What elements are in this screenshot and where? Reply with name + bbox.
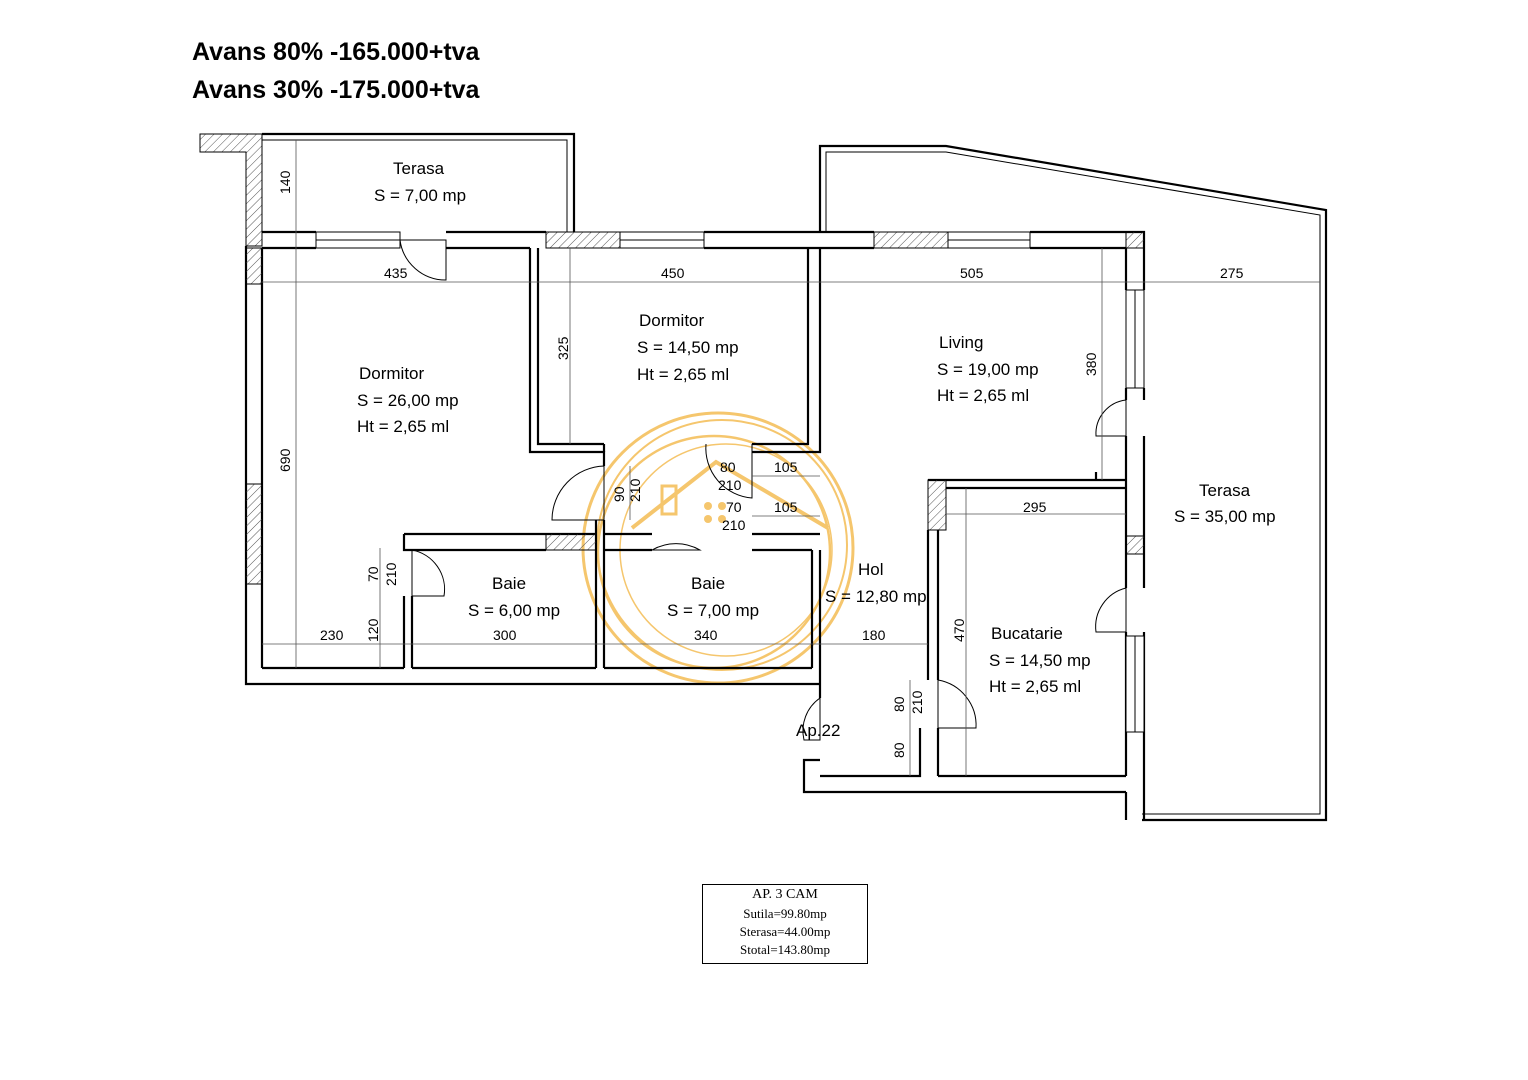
room-area: S = 7,00 mp xyxy=(667,601,759,620)
room-area: S = 12,80 mp xyxy=(825,587,927,606)
room-name: Terasa xyxy=(393,159,445,178)
dim-300: 300 xyxy=(493,627,517,643)
room-area: S = 14,50 mp xyxy=(637,338,739,357)
room-terasa-small: Terasa S = 7,00 mp xyxy=(374,159,466,205)
room-height: Ht = 2,65 ml xyxy=(989,677,1081,696)
dim-210: 210 xyxy=(383,562,399,586)
dim-275: 275 xyxy=(1220,265,1244,281)
dim-80: 80 xyxy=(720,459,736,475)
summary-stotal: Stotal=143.80mp xyxy=(739,942,831,957)
room-name: Baie xyxy=(691,574,725,593)
dim-505: 505 xyxy=(960,265,984,281)
dimension-labels: 140 435 450 505 275 325 380 690 80 105 2… xyxy=(277,170,1244,758)
room-baie-2: Baie S = 7,00 mp xyxy=(667,574,759,620)
dim-340: 340 xyxy=(694,627,718,643)
dim-120: 120 xyxy=(365,618,381,642)
room-area: S = 19,00 mp xyxy=(937,360,1039,379)
room-name: Bucatarie xyxy=(991,624,1063,643)
dim-210: 210 xyxy=(718,477,742,493)
room-hol: Hol S = 12,80 mp xyxy=(825,560,927,606)
dimension-lines xyxy=(262,140,1320,776)
room-terasa-big: Terasa S = 35,00 mp xyxy=(1174,481,1276,526)
dim-210: 210 xyxy=(627,478,643,502)
room-height: Ht = 2,65 ml xyxy=(637,365,729,384)
dim-70: 70 xyxy=(726,499,742,515)
dim-380: 380 xyxy=(1083,352,1099,376)
doors xyxy=(399,239,1127,741)
dim-210: 210 xyxy=(722,517,746,533)
room-dormitor-mid: Dormitor S = 14,50 mp Ht = 2,65 ml xyxy=(637,311,739,384)
room-name: Baie xyxy=(492,574,526,593)
room-area: S = 35,00 mp xyxy=(1174,507,1276,526)
summary-title: AP. 3 CAM xyxy=(752,887,818,902)
room-name: Living xyxy=(939,333,983,352)
price-line-80: Avans 80% -165.000+tva xyxy=(192,38,480,66)
dim-470: 470 xyxy=(951,618,967,642)
dim-105: 105 xyxy=(774,499,798,515)
walls xyxy=(199,132,1328,822)
room-baie-1: Baie S = 6,00 mp xyxy=(468,574,560,620)
dim-70: 70 xyxy=(365,566,381,582)
room-area: S = 7,00 mp xyxy=(374,186,466,205)
room-area: S = 6,00 mp xyxy=(468,601,560,620)
dim-435: 435 xyxy=(384,265,408,281)
dim-230: 230 xyxy=(320,627,344,643)
room-dormitor-big: Dormitor S = 26,00 mp Ht = 2,65 ml xyxy=(357,364,459,436)
dim-80: 80 xyxy=(891,696,907,712)
summary-sutila: Sutila=99.80mp xyxy=(743,906,827,921)
dim-450: 450 xyxy=(661,265,685,281)
dim-180: 180 xyxy=(862,627,886,643)
room-area: S = 26,00 mp xyxy=(357,391,459,410)
dim-140: 140 xyxy=(277,170,293,194)
summary-sterasa: Sterasa=44.00mp xyxy=(739,924,831,939)
room-area: S = 14,50 mp xyxy=(989,651,1091,670)
dim-325: 325 xyxy=(555,336,571,360)
dim-690: 690 xyxy=(277,448,293,472)
room-name: Hol xyxy=(858,560,884,579)
entrance-label: Ap.22 xyxy=(796,721,840,740)
room-name: Dormitor xyxy=(359,364,425,383)
dim-210: 210 xyxy=(909,690,925,714)
dim-295: 295 xyxy=(1023,499,1047,515)
dim-90: 90 xyxy=(611,486,627,502)
dim-105: 105 xyxy=(774,459,798,475)
area-summary-box: AP. 3 CAM Sutila=99.80mp Sterasa=44.00mp… xyxy=(702,884,868,964)
room-name: Dormitor xyxy=(639,311,705,330)
room-height: Ht = 2,65 ml xyxy=(357,417,449,436)
room-living: Living S = 19,00 mp Ht = 2,65 ml xyxy=(937,333,1039,405)
room-bucatarie: Bucatarie S = 14,50 mp Ht = 2,65 ml xyxy=(989,624,1091,696)
room-name: Terasa xyxy=(1199,481,1251,500)
room-height: Ht = 2,65 ml xyxy=(937,386,1029,405)
price-line-30: Avans 30% -175.000+tva xyxy=(192,76,480,104)
dim-80: 80 xyxy=(891,742,907,758)
